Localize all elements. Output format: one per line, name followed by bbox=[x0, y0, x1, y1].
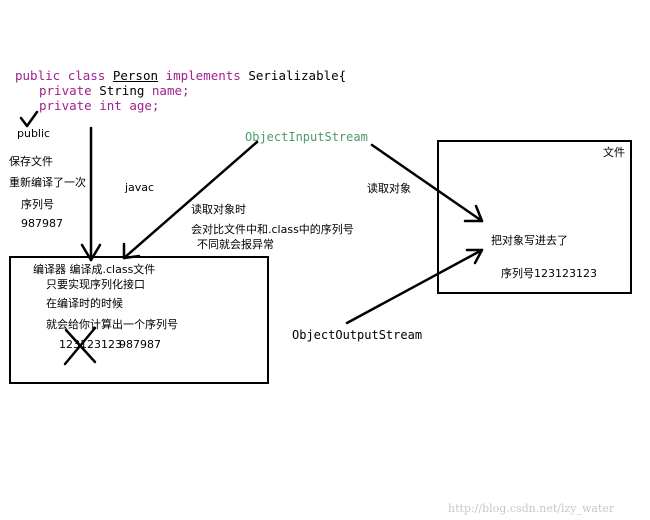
read-to-class-arrow-icon bbox=[122, 140, 259, 260]
note-serial-number: 序列号 bbox=[21, 198, 54, 211]
note-read-object: 读取对象 bbox=[367, 182, 411, 195]
compiler-note-implement-interface: 只要实现序列化接口 bbox=[46, 278, 145, 291]
compiler-note-at-compile: 在编译时的时候 bbox=[46, 297, 123, 310]
code-line-class-declaration: public class Person implements Serializa… bbox=[15, 68, 346, 83]
keyword-class: class bbox=[67, 68, 106, 83]
file-box-title: 文件 bbox=[603, 146, 625, 159]
keyword-private: private bbox=[39, 83, 92, 98]
javac-arrow-icon bbox=[80, 126, 102, 262]
note-read-object-time: 读取对象时 bbox=[191, 203, 246, 216]
cross-out-icon bbox=[63, 326, 97, 366]
note-compare-serial: 会对比文件中和.class中的序列号 bbox=[191, 223, 354, 236]
watermark: http://blog.csdn.net/lzy_water bbox=[448, 502, 615, 515]
compiler-box-title: 编译器 编译成.class文件 bbox=[33, 263, 156, 276]
read-object-arrow-icon bbox=[370, 143, 484, 223]
file-serial-number: 序列号123123123 bbox=[501, 267, 597, 280]
label-object-output-stream: ObjectOutputStream bbox=[292, 328, 423, 342]
note-recompile: 重新编译了一次 bbox=[9, 176, 86, 189]
file-note-object-written: 把对象写进去了 bbox=[491, 234, 568, 247]
file-box: 文件 把对象写进去了 序列号123123123 bbox=[437, 140, 632, 294]
note-save-file: 保存文件 bbox=[9, 155, 53, 168]
keyword-public: public bbox=[15, 68, 61, 83]
note-javac: javac bbox=[125, 181, 155, 194]
check-mark-icon bbox=[19, 110, 39, 128]
interface-name: Serializable{ bbox=[248, 68, 347, 83]
code-line-field-name: private String name; bbox=[39, 83, 190, 98]
keyword-implements: implements bbox=[165, 68, 241, 83]
label-object-input-stream: ObjectInputStream bbox=[245, 130, 368, 144]
field-type: String bbox=[99, 83, 145, 98]
class-name: Person bbox=[112, 68, 159, 83]
code-line-field-age: private int age; bbox=[39, 98, 159, 113]
note-public: public bbox=[17, 127, 51, 140]
note-mismatch-exception: 不同就会报异常 bbox=[197, 238, 274, 251]
field-type: int bbox=[99, 98, 122, 113]
note-serial-value: 987987 bbox=[21, 217, 63, 230]
keyword-private: private bbox=[39, 98, 92, 113]
compiler-note-calculate-serial: 就会给你计算出一个序列号 bbox=[46, 318, 178, 331]
field-name: name; bbox=[151, 83, 190, 98]
write-object-arrow-icon bbox=[345, 248, 484, 325]
field-name: age; bbox=[129, 98, 160, 113]
compiler-new-serial: 987987 bbox=[119, 338, 161, 351]
